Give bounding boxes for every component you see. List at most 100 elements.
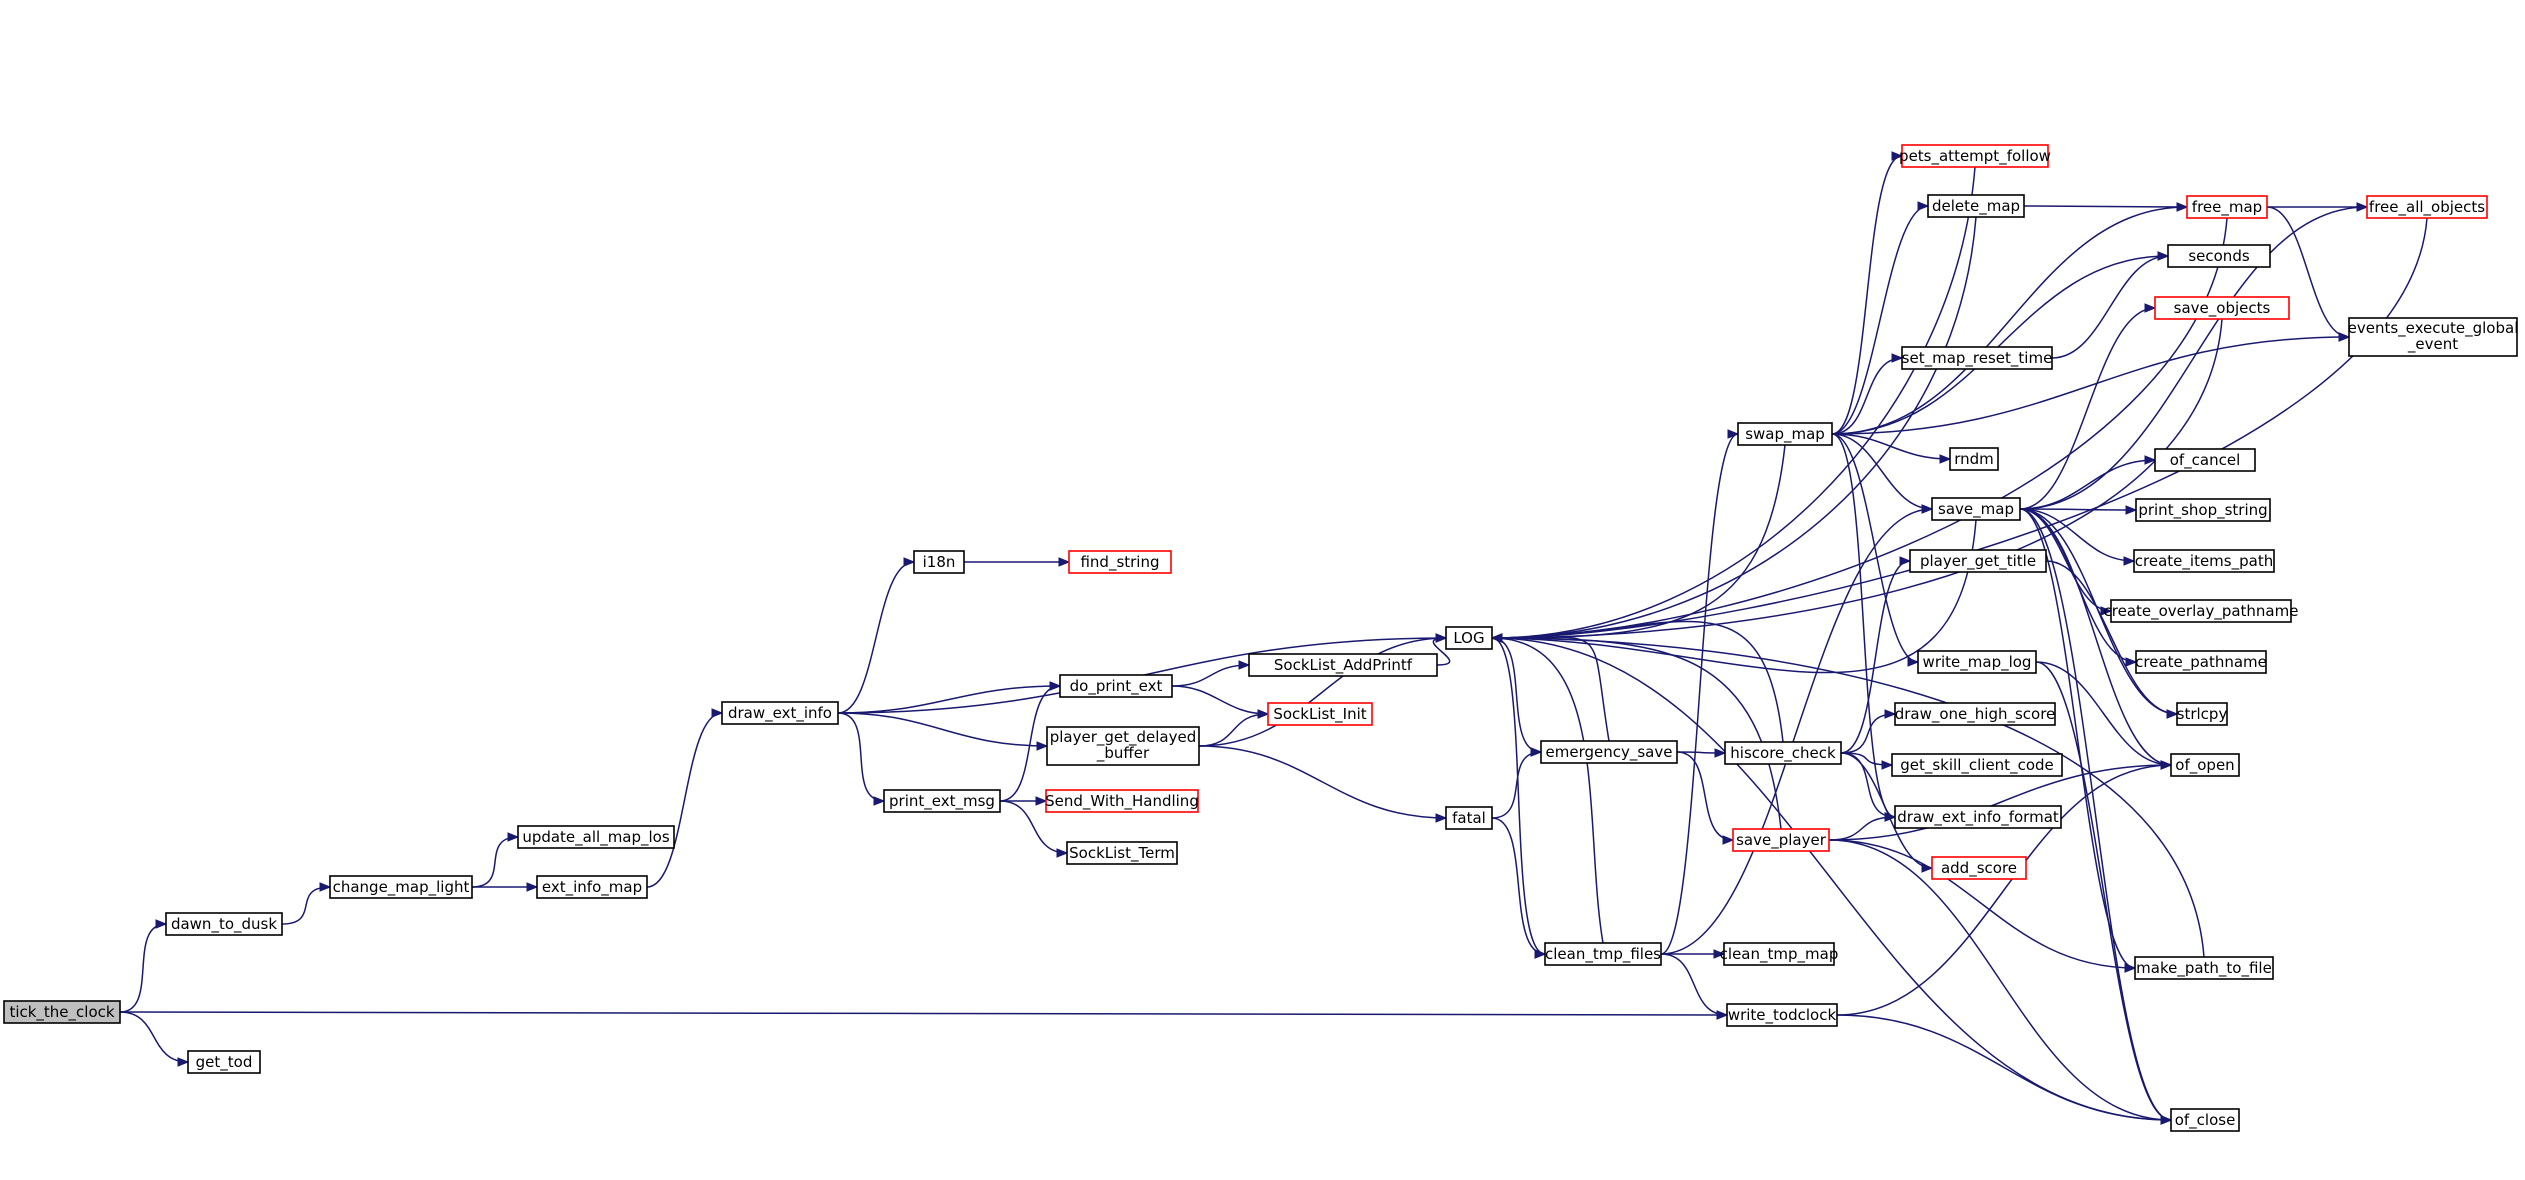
node-box xyxy=(2110,599,2292,623)
node-clean_tmp_files[interactable]: clean_tmp_files xyxy=(1544,942,1662,966)
node-SockList_Init[interactable]: SockList_Init xyxy=(1267,702,1373,726)
node-SockList_Term[interactable]: SockList_Term xyxy=(1066,841,1178,865)
node-free_all_objects[interactable]: free_all_objects xyxy=(2366,195,2488,219)
node-dawn_to_dusk[interactable]: dawn_to_dusk xyxy=(165,912,283,936)
node-print_ext_msg[interactable]: print_ext_msg xyxy=(883,789,1001,813)
node-label: write_todclock xyxy=(1728,1006,1837,1025)
node-write_todclock[interactable]: write_todclock xyxy=(1726,1003,1838,1027)
node-box xyxy=(3,1000,121,1024)
edge-free_map-to-LOG xyxy=(1490,217,2228,643)
node-create_overlay_pathname[interactable]: create_overlay_pathname xyxy=(2104,599,2299,623)
node-ext_info_map[interactable]: ext_info_map xyxy=(536,875,648,899)
node-SockList_AddPrintf[interactable]: SockList_AddPrintf xyxy=(1248,653,1438,677)
node-free_map[interactable]: free_map xyxy=(2186,195,2268,219)
edge-player_get_delayed_buffer-to-SockList_Init xyxy=(1198,709,1270,747)
edge-clean_tmp_files-to-write_todclock xyxy=(1660,953,1729,1020)
node-label: change_map_light xyxy=(333,878,470,897)
arrowhead-icon xyxy=(2144,303,2157,313)
node-i18n[interactable]: i18n xyxy=(913,550,965,574)
arrowhead-icon xyxy=(2125,657,2138,667)
node-pets_attempt_follow[interactable]: pets_attempt_follow xyxy=(1899,144,2051,168)
node-label: print_ext_msg xyxy=(889,792,995,811)
edge-write_map_log-to-of_close xyxy=(2035,661,2173,1125)
node-box xyxy=(1724,741,1842,765)
edge-free_map-to-events_execute_global_event xyxy=(2266,206,2351,342)
node-get_skill_client_code[interactable]: get_skill_client_code xyxy=(1891,753,2063,777)
edge-delete_map-to-free_map xyxy=(2023,202,2189,212)
node-label: rndm xyxy=(1954,450,1994,468)
node-set_map_reset_time[interactable]: set_map_reset_time xyxy=(1901,346,2053,370)
node-draw_one_high_score[interactable]: draw_one_high_score xyxy=(1894,702,2056,726)
node-box xyxy=(1066,841,1178,865)
arrowhead-icon xyxy=(2356,202,2369,212)
edge-set_map_reset_time-to-seconds xyxy=(2051,251,2170,359)
node-draw_ext_info[interactable]: draw_ext_info xyxy=(721,701,839,725)
edge-change_map_light-to-update_all_map_los xyxy=(471,832,520,888)
node-print_shop_string[interactable]: print_shop_string xyxy=(2135,498,2271,522)
node-player_get_delayed_buffer[interactable]: player_get_delayed_buffer xyxy=(1046,726,1200,766)
node-rndm[interactable]: rndm xyxy=(1949,447,1999,471)
node-get_tod[interactable]: get_tod xyxy=(187,1050,261,1074)
node-swap_map[interactable]: swap_map xyxy=(1737,422,1833,446)
edge-emergency_save-to-hiscore_check xyxy=(1676,748,1727,758)
arrowhead-icon xyxy=(1899,556,1912,566)
node-do_print_ext[interactable]: do_print_ext xyxy=(1059,674,1173,698)
edge-SockList_AddPrintf-to-LOG xyxy=(1432,633,1451,666)
node-strlcpy[interactable]: strlcpy xyxy=(2176,702,2228,726)
node-of_open[interactable]: of_open xyxy=(2170,753,2240,777)
node-seconds[interactable]: seconds xyxy=(2167,244,2271,268)
node-update_all_map_los[interactable]: update_all_map_los xyxy=(517,825,675,849)
node-hiscore_check[interactable]: hiscore_check xyxy=(1724,741,1842,765)
node-label: swap_map xyxy=(1745,425,1825,444)
arrowhead-icon xyxy=(2125,505,2138,515)
node-LOG[interactable]: LOG xyxy=(1445,626,1493,650)
node-save_objects[interactable]: save_objects xyxy=(2154,296,2290,320)
node-events_execute_global_event[interactable]: events_execute_global_event xyxy=(2348,317,2519,357)
node-emergency_save[interactable]: emergency_save xyxy=(1540,740,1678,764)
node-draw_ext_info_format[interactable]: draw_ext_info_format xyxy=(1894,805,2062,829)
edge-save_map-to-save_objects xyxy=(2019,303,2157,510)
edge-print_ext_msg-to-SockList_Term xyxy=(999,800,1069,858)
node-add_score[interactable]: add_score xyxy=(1931,856,2027,880)
edge-LOG-to-clean_tmp_files xyxy=(1491,637,1547,959)
node-write_map_log[interactable]: write_map_log xyxy=(1917,650,2037,674)
node-label: tick_the_clock xyxy=(9,1003,114,1022)
node-delete_map[interactable]: delete_map xyxy=(1927,194,2025,218)
edge-emergency_save-to-save_player xyxy=(1676,751,1735,845)
arrowhead-icon xyxy=(1917,201,1930,211)
node-find_string[interactable]: find_string xyxy=(1068,550,1172,574)
edge-save_map-to-make_path_to_file xyxy=(2019,508,2137,973)
edge-save_map-to-create_pathname xyxy=(2019,508,2138,667)
arrowhead-icon xyxy=(1727,429,1740,439)
node-box xyxy=(1894,702,2056,726)
edge-write_todclock-to-of_close xyxy=(1836,1014,2173,1125)
node-player_get_title[interactable]: player_get_title xyxy=(1909,549,2047,573)
node-box xyxy=(2366,195,2488,219)
edge-player_get_delayed_buffer-to-fatal xyxy=(1198,745,1448,823)
node-Send_With_Handling[interactable]: Send_With_Handling xyxy=(1045,789,1199,813)
node-of_close[interactable]: of_close xyxy=(2170,1108,2240,1132)
node-fatal[interactable]: fatal xyxy=(1445,806,1493,830)
node-label: emergency_save xyxy=(1546,743,1673,762)
node-box xyxy=(2154,448,2256,472)
node-tick_the_clock[interactable]: tick_the_clock xyxy=(3,1000,121,1024)
arrowhead-icon xyxy=(2160,1115,2173,1125)
node-save_player[interactable]: save_player xyxy=(1732,828,1830,852)
node-label: create_overlay_pathname xyxy=(2104,602,2299,621)
node-box xyxy=(2186,195,2268,219)
arrowhead-icon xyxy=(1891,353,1904,363)
node-label: clean_tmp_files xyxy=(1545,945,1661,964)
node-create_pathname[interactable]: create_pathname xyxy=(2135,650,2267,674)
node-of_cancel[interactable]: of_cancel xyxy=(2154,448,2256,472)
edge-player_get_title-to-strlcpy xyxy=(2045,560,2179,719)
node-create_items_path[interactable]: create_items_path xyxy=(2133,549,2275,573)
node-box xyxy=(2135,650,2267,674)
node-make_path_to_file[interactable]: make_path_to_file xyxy=(2134,956,2274,980)
node-clean_tmp_map[interactable]: clean_tmp_map xyxy=(1720,942,1839,966)
edge-swap_map-to-pets_attempt_follow xyxy=(1831,151,1904,435)
arrowhead-icon xyxy=(1238,660,1251,670)
node-change_map_light[interactable]: change_map_light xyxy=(329,875,473,899)
node-save_map[interactable]: save_map xyxy=(1931,497,2021,521)
edge-clean_tmp_files-to-swap_map xyxy=(1660,429,1740,955)
